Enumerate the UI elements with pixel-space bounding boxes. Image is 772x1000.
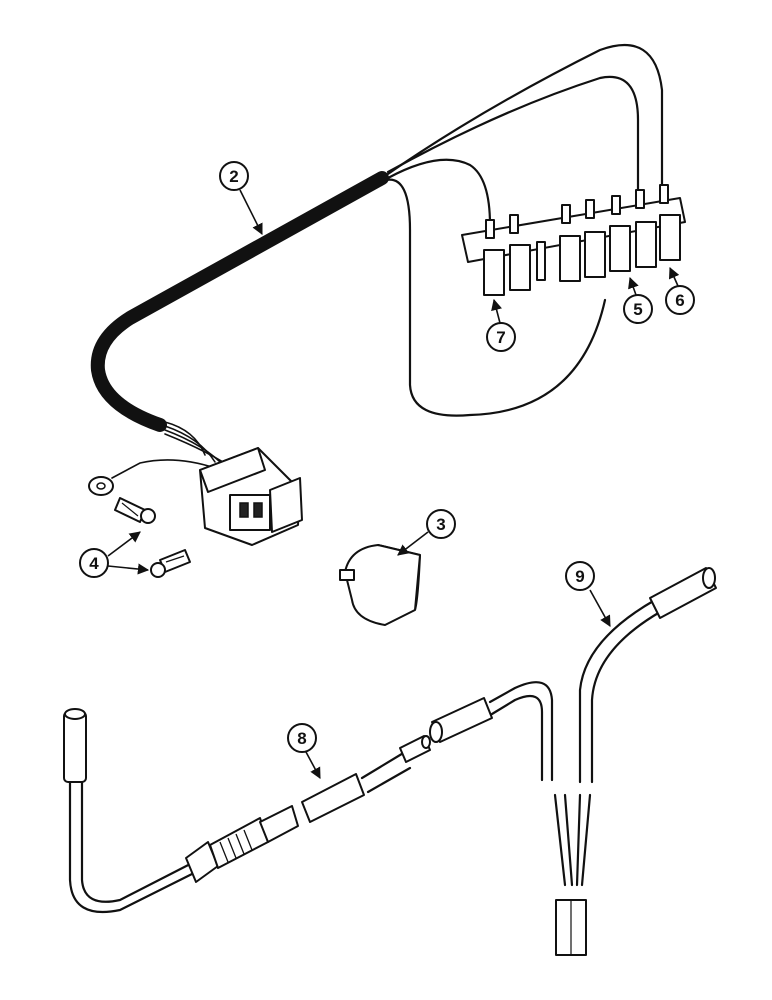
fuse-terminals [485, 184, 669, 239]
relay-socket [199, 447, 303, 546]
callout-5: 5 [623, 294, 653, 324]
callout-7-label: 7 [496, 328, 505, 347]
sensor-sleeve [301, 773, 365, 823]
sensor-threaded-body [185, 805, 299, 883]
callout-9-label: 9 [575, 567, 584, 586]
callout-9: 9 [565, 561, 595, 591]
harness-assembly [88, 43, 664, 496]
splice-sleeve [429, 697, 493, 743]
ring-terminal [88, 476, 114, 496]
sensor-pin-connector [399, 735, 431, 763]
callout-2-label: 2 [229, 167, 238, 186]
sensor-end-sleeve [63, 711, 87, 783]
callout-4-label: 4 [89, 554, 99, 573]
callout-4: 4 [79, 548, 109, 578]
screw-upper [114, 497, 156, 524]
fuse-block [461, 184, 686, 296]
y-harness-sleeve [649, 567, 717, 619]
sensor-cable [63, 697, 493, 914]
callout-5-label: 5 [633, 300, 642, 319]
callout-8: 8 [287, 723, 317, 753]
callout-6: 6 [665, 285, 695, 315]
fuse-holders [483, 214, 681, 296]
y-harness [488, 567, 717, 956]
callout-3-label: 3 [436, 515, 445, 534]
relay [339, 544, 421, 626]
callout-8-label: 8 [297, 729, 306, 748]
ground-wire [111, 459, 216, 479]
screw-lower [150, 549, 191, 578]
callout-3: 3 [426, 509, 456, 539]
y-harness-plug [555, 899, 587, 956]
callout-7: 7 [486, 322, 516, 352]
harness-sheath [90, 171, 389, 432]
callout-2: 2 [219, 161, 249, 191]
harness-branch-wires [383, 43, 664, 417]
leader-lines [107, 189, 680, 779]
callout-6-label: 6 [675, 291, 684, 310]
